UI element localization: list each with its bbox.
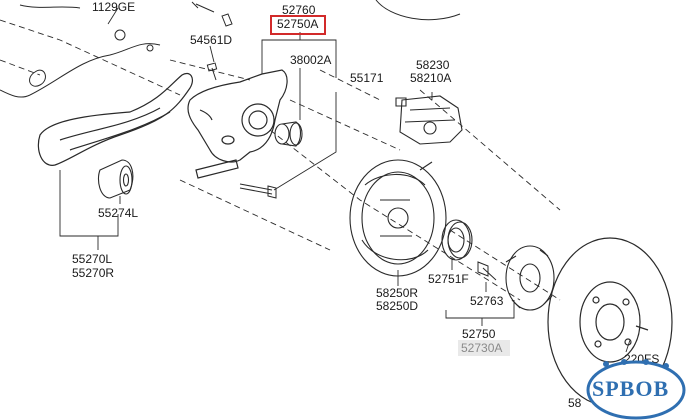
watermark-badge — [586, 359, 686, 420]
bolt-1129ge — [191, 1, 233, 27]
trailing-arm — [37, 72, 194, 166]
part-label-58250r: 58250R — [376, 286, 419, 300]
abs-sensor-cable — [0, 4, 161, 98]
bushing-55274l — [97, 159, 134, 199]
part-label-55270l: 55270L — [72, 252, 113, 266]
hub-bearing-52751f — [441, 219, 473, 261]
part-label-1129ge: 1129GE — [92, 0, 136, 14]
part-tag-background — [458, 340, 510, 356]
part-label-58230: 58230 — [416, 58, 450, 72]
watermark-text: SPBOB — [592, 376, 670, 401]
part-label-52751f: 52751F — [428, 272, 469, 286]
caliper-58230 — [395, 95, 463, 145]
part-label-38002a: 38002A — [290, 53, 332, 67]
part-label-58210a: 58210A — [410, 71, 452, 85]
backing-plate-58250r — [349, 159, 447, 277]
part-label-52750: 52750 — [462, 327, 496, 341]
part-label-52750a: 52750A — [277, 17, 319, 31]
upper-arm-edge — [375, 0, 461, 21]
part-label-54561d: 54561D — [190, 33, 233, 47]
part-label-58: 58 — [568, 396, 582, 410]
highlight-box — [270, 15, 326, 35]
leader-lines — [59, 7, 631, 353]
assembly-centerlines — [0, 19, 561, 301]
wheel-bolt-52763 — [477, 261, 497, 281]
part-label-58250d: 58250D — [376, 299, 419, 313]
part-label-52730a: 52730A — [461, 341, 503, 355]
bolt-54561d — [206, 62, 218, 81]
part-label-52763: 52763 — [470, 294, 504, 308]
knuckle — [187, 69, 288, 179]
part-label-55171: 55171 — [350, 71, 384, 85]
bushing-38002a — [274, 121, 303, 147]
hub-flange-52750 — [505, 245, 555, 311]
part-label-55274l: 55274L — [98, 206, 139, 220]
bolt-55171 — [239, 183, 277, 199]
part-label-52760: 52760 — [282, 3, 316, 17]
part-label-55270r: 55270R — [72, 266, 115, 280]
